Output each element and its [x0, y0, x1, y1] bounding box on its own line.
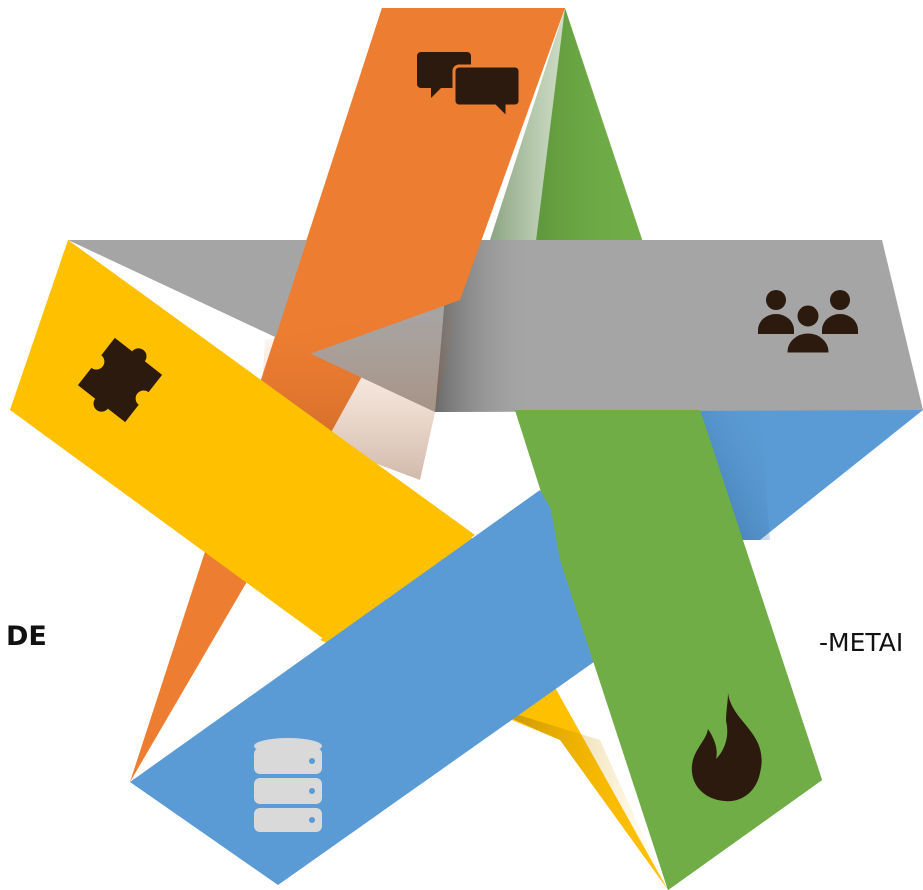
flame-icon [691, 693, 762, 802]
users-group-icon [758, 290, 858, 356]
database-icon [254, 738, 322, 832]
yellow-band-shade [470, 700, 668, 890]
gray-band-shade [435, 240, 600, 412]
yellow-band-upper [10, 240, 475, 640]
right-side-label: -METAI [819, 628, 904, 657]
puzzle-piece-icon [77, 337, 163, 423]
chat-bubbles-icon [417, 52, 522, 122]
blue-band-main [130, 490, 625, 885]
green-band-shade [490, 8, 640, 240]
left-side-label: DE [6, 621, 47, 652]
